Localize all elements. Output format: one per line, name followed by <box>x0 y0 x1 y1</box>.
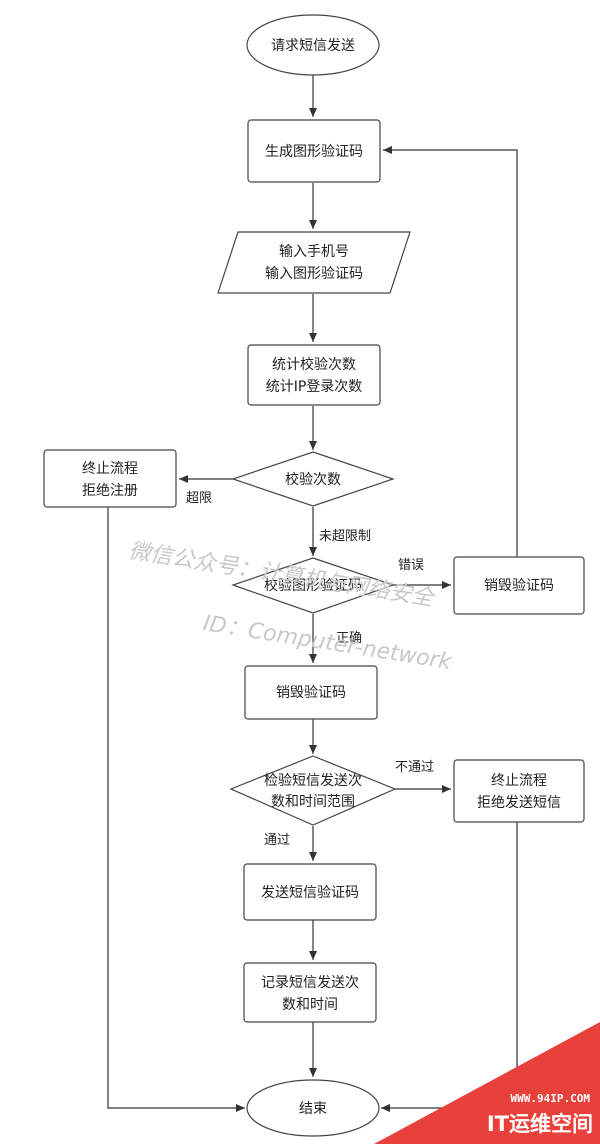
edge-label-wrong: 错误 <box>398 558 424 573</box>
count-label-line1: 统计校验次数 <box>272 356 356 373</box>
edge-destroy-right-to-generate <box>383 146 518 557</box>
end-node: 结束 <box>246 1079 380 1137</box>
input-label-line2: 输入图形验证码 <box>265 266 363 282</box>
input-node: 输入手机号 输入图形验证码 <box>217 231 411 294</box>
record-line2: 数和时间 <box>282 997 338 1013</box>
edge-label-correct: 正确 <box>336 631 362 646</box>
corner-badge-background <box>374 1022 600 1144</box>
verify-captcha-label: 校验图形验证码 <box>264 577 362 594</box>
check-sms-line1: 检验短信发送次 <box>264 773 362 789</box>
end-node-label: 结束 <box>299 1101 327 1117</box>
record-line1: 记录短信发送次 <box>261 975 359 991</box>
count-label-line2: 统计IP登录次数 <box>266 379 363 395</box>
edge-label-not-exceed: 未超限制 <box>319 529 371 544</box>
send-sms-node: 发送短信验证码 <box>243 863 377 921</box>
start-node: 请求短信发送 <box>246 14 380 76</box>
generate-captcha-label: 生成图形验证码 <box>265 144 363 160</box>
destroy-captcha-right-node: 销毁验证码 <box>453 556 585 615</box>
check-count-label: 校验次数 <box>285 471 341 488</box>
stop-register-line1: 终止流程 <box>82 461 138 477</box>
record-node: 记录短信发送次 数和时间 <box>243 962 377 1023</box>
stop-sms-node: 终止流程 拒绝发送短信 <box>453 759 585 823</box>
edge-stop-register-to-end <box>107 507 245 1112</box>
edge-stop-sms-to-end <box>381 822 518 1112</box>
stop-register-line2: 拒绝注册 <box>82 483 138 499</box>
verify-captcha-decision: 校验图形验证码 <box>231 557 395 614</box>
input-label-line1: 输入手机号 <box>279 244 349 260</box>
check-count-decision: 校验次数 <box>231 451 395 507</box>
check-sms-line2: 数和时间范围 <box>271 793 355 810</box>
stop-sms-line2: 拒绝发送短信 <box>477 795 561 811</box>
generate-captcha-node: 生成图形验证码 <box>247 119 381 183</box>
corner-badge-url: WWW.94IP.COM <box>511 1092 591 1105</box>
stop-register-node: 终止流程 拒绝注册 <box>43 449 177 508</box>
check-sms-decision: 检验短信发送次 数和时间范围 <box>229 755 397 826</box>
destroy-captcha-center-node: 销毁验证码 <box>244 665 378 720</box>
edge-label-pass: 通过 <box>264 833 290 848</box>
edge-label-exceed: 超限 <box>186 491 212 506</box>
destroy-captcha-right-label: 销毁验证码 <box>484 578 554 594</box>
stop-sms-line1: 终止流程 <box>491 773 547 789</box>
destroy-captcha-center-label: 销毁验证码 <box>276 685 346 701</box>
start-node-label: 请求短信发送 <box>271 38 355 54</box>
corner-badge: WWW.94IP.COM IT运维空间 <box>374 1022 600 1144</box>
corner-badge-brand: IT运维空间 <box>487 1112 593 1136</box>
send-sms-label: 发送短信验证码 <box>261 885 359 901</box>
count-node: 统计校验次数 统计IP登录次数 <box>247 344 381 406</box>
edge-label-fail: 不通过 <box>395 760 434 775</box>
